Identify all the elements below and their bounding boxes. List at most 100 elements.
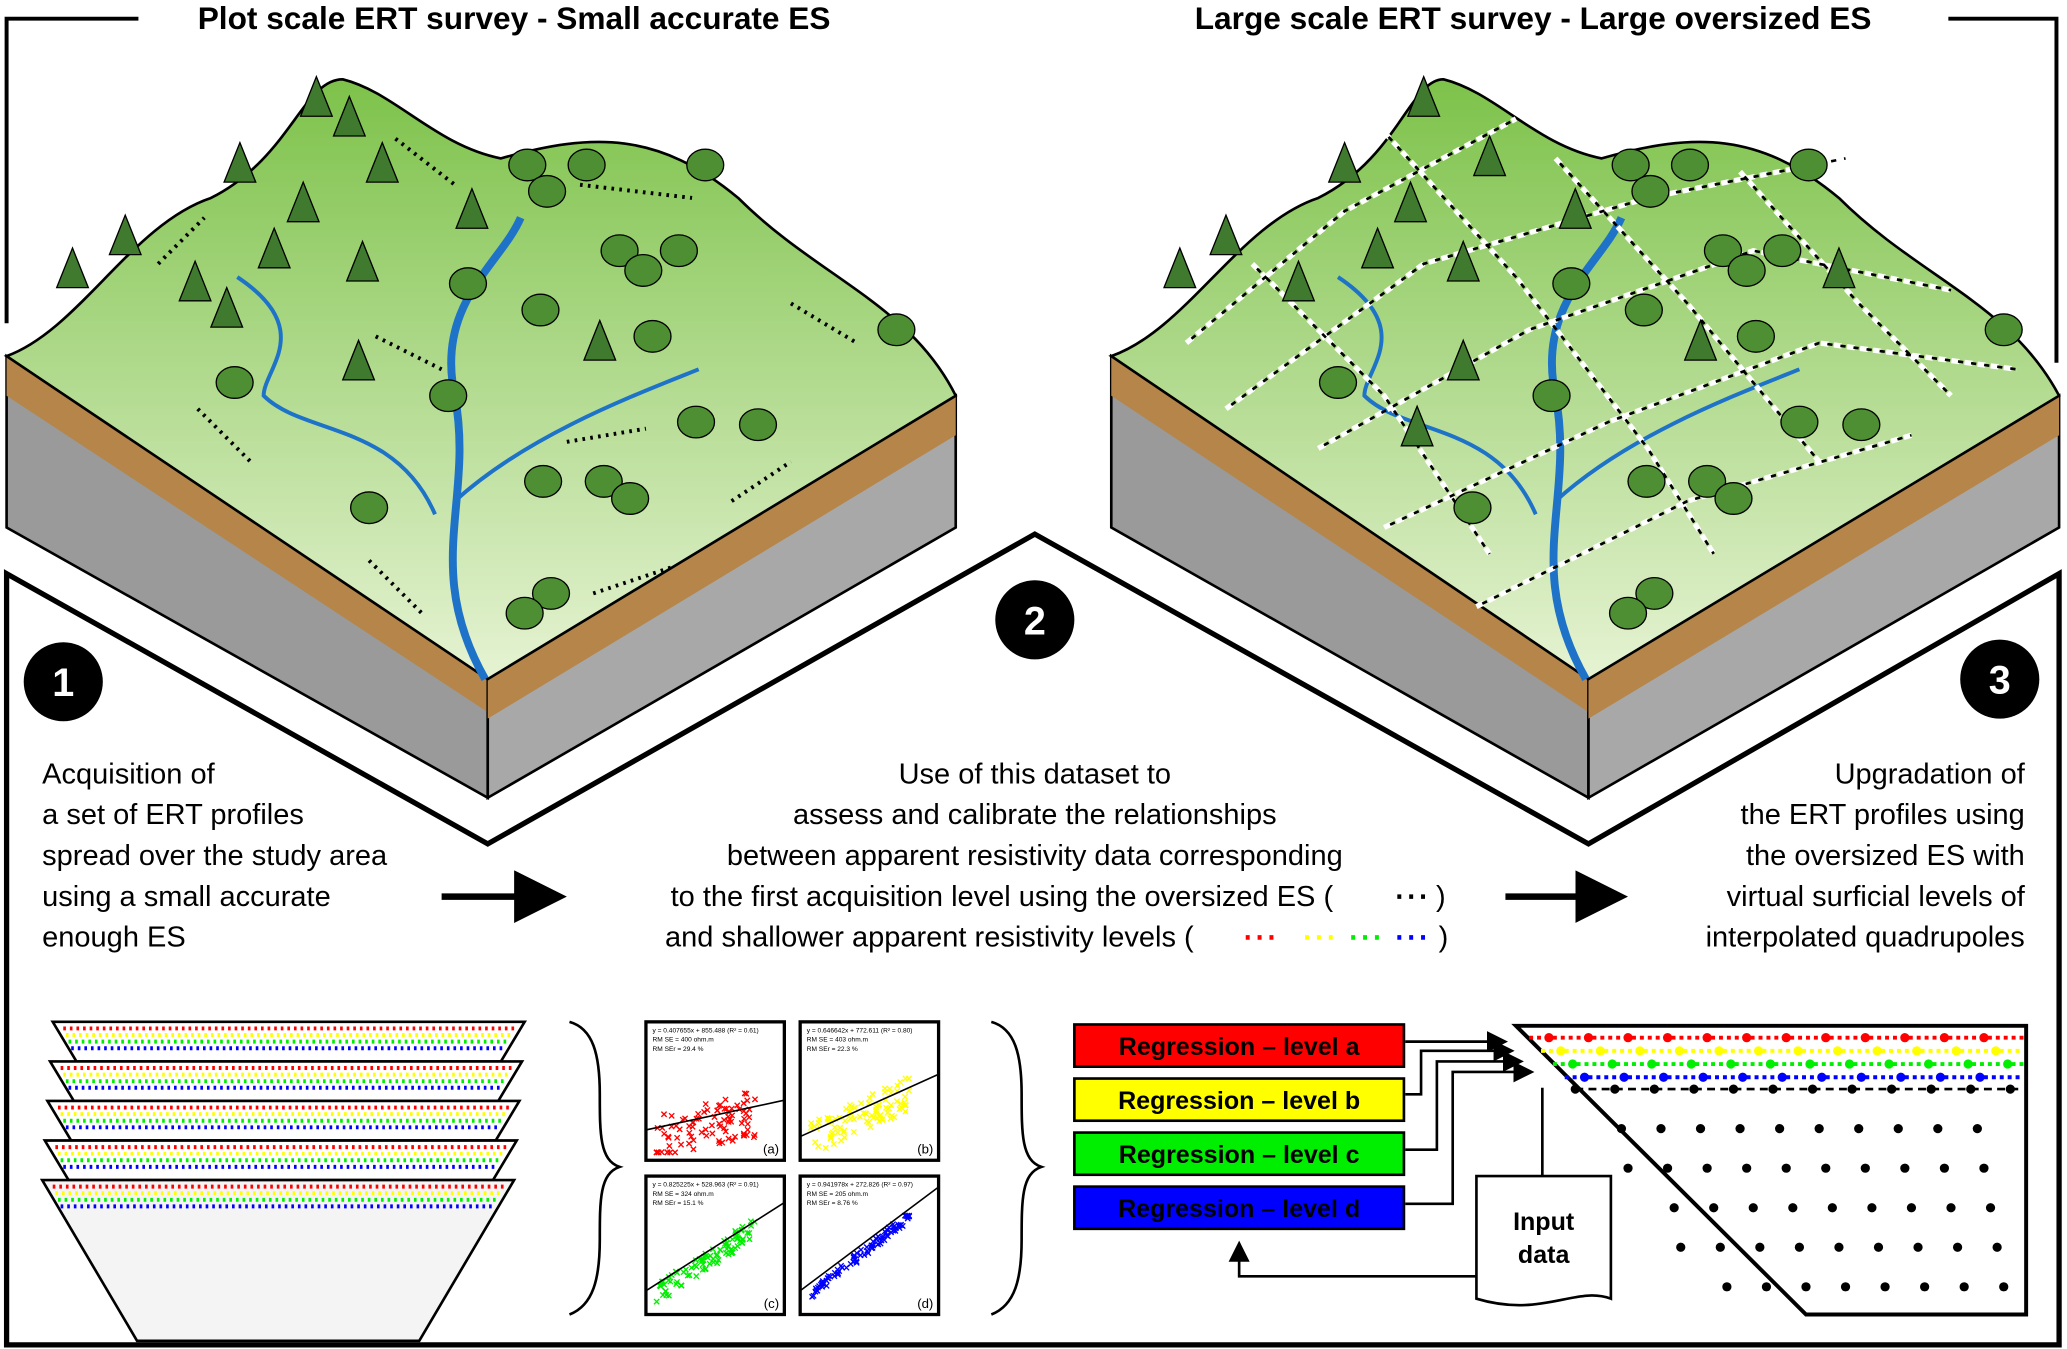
deciduous-tree-icon [527, 174, 567, 208]
svg-text:and shallower apparent resisti: and shallower apparent resistivity level… [665, 922, 1194, 954]
data-point [693, 1263, 700, 1270]
svg-text:): ) [1439, 922, 1449, 954]
svg-text:2: 2 [1024, 599, 1046, 643]
svg-text:Upgradation of: Upgradation of [1835, 758, 2026, 790]
pine-tree-icon [1209, 213, 1243, 256]
data-point [702, 1100, 709, 1108]
measured-point [1992, 1242, 2002, 1252]
data-point [706, 1260, 713, 1267]
measured-point [1887, 1084, 1897, 1094]
data-point [690, 1146, 697, 1153]
quadrupole-point [1975, 1072, 1985, 1082]
data-point [895, 1222, 902, 1230]
measured-point [1735, 1124, 1745, 1134]
data-point [861, 1251, 868, 1259]
data-point [660, 1111, 668, 1118]
data-point [732, 1244, 739, 1252]
brace-left [568, 1020, 624, 1316]
pine-tree-icon [1281, 259, 1316, 302]
svg-text:Regression – level a: Regression – level a [1119, 1033, 1361, 1061]
scatter-plot-d: y = 0.941978x + 272.826 (R² = 0.97)RM SE… [798, 1174, 941, 1317]
measured-point [1755, 1242, 1765, 1252]
measured-point [1768, 1084, 1778, 1094]
upgraded-ert-profile [1511, 1023, 2029, 1317]
data-point [884, 1109, 891, 1116]
deciduous-tree-icon [1736, 319, 1776, 353]
quadrupole-point [1544, 1033, 1554, 1043]
pine-tree-icon [332, 94, 367, 137]
measured-point [1854, 1124, 1864, 1134]
pine-tree-icon [257, 226, 291, 269]
data-point [872, 1235, 880, 1242]
data-point [664, 1149, 671, 1156]
data-point [734, 1102, 741, 1109]
svg-text:Input: Input [1513, 1208, 1575, 1236]
svg-text:virtual surficial levels of: virtual surficial levels of [1727, 881, 2026, 913]
measured-point [1649, 1084, 1660, 1094]
data-point [677, 1141, 685, 1148]
data-point [893, 1098, 901, 1105]
plot-eq: y = 0.941978x + 272.826 (R² = 0.97) [807, 1182, 913, 1189]
data-point [729, 1137, 736, 1144]
data-points [809, 1212, 913, 1300]
deciduous-tree-icon [448, 267, 488, 301]
deciduous-tree-icon [1789, 148, 1828, 182]
svg-text:Acquisition of: Acquisition of [42, 758, 215, 790]
measured-point [1709, 1203, 1719, 1213]
pine-tree-icon [55, 246, 90, 289]
quadrupole-point [1939, 1033, 1950, 1043]
quadrupole-point [1912, 1046, 1922, 1056]
quadrupole-point [2003, 1059, 2013, 1069]
measured-point [1867, 1203, 1877, 1213]
frame-right-bracket [1948, 16, 2059, 363]
deciduous-tree-icon [524, 464, 563, 498]
data-point [886, 1085, 893, 1093]
data-point [834, 1129, 841, 1136]
quadrupole-point [1979, 1033, 1989, 1043]
data-point [862, 1110, 869, 1117]
measured-point [1900, 1163, 1910, 1173]
data-points [653, 1218, 758, 1305]
data-point [698, 1129, 705, 1136]
data-point [887, 1115, 894, 1122]
data-point [668, 1112, 675, 1119]
data-point [866, 1095, 873, 1102]
data-point [657, 1283, 664, 1290]
data-point [686, 1122, 693, 1130]
title-right: Large scale ERT survey - Large oversized… [1195, 0, 1872, 36]
data-point [840, 1129, 847, 1136]
quadrupole-point [1963, 1059, 1973, 1069]
pine-tree-icon [1822, 246, 1856, 289]
measured-point [1999, 1282, 2009, 1292]
measured-point [1827, 1203, 1837, 1213]
data-point [702, 1126, 709, 1133]
data-point [703, 1132, 710, 1139]
plot-eq: y = 0.407655x + 855.488 (R² = 0.61) [653, 1027, 759, 1034]
pine-tree-icon [1683, 318, 1718, 361]
data-point [688, 1133, 695, 1140]
data-point [822, 1144, 829, 1152]
regression-line [645, 1099, 785, 1131]
svg-text:interpolated quadrupoles: interpolated quadrupoles [1706, 922, 2025, 954]
data-point [728, 1105, 735, 1112]
svg-text:to the first acquisition level: to the first acquisition level using the… [671, 881, 1334, 913]
level-legend [1245, 894, 1432, 940]
data-point [701, 1108, 708, 1116]
deciduous-tree-icon [1627, 464, 1666, 498]
data-point [721, 1125, 728, 1132]
measured-point [1906, 1203, 1917, 1213]
data-point [685, 1140, 693, 1147]
data-point [819, 1277, 826, 1285]
svg-text:data: data [1518, 1241, 1571, 1269]
pine-tree-icon [1472, 134, 1507, 177]
svg-text:3: 3 [1989, 659, 2011, 703]
measured-point [1920, 1282, 1930, 1292]
data-point [673, 1278, 681, 1286]
deciduous-tree-icon [1688, 464, 1727, 498]
plot-label: (b) [917, 1142, 933, 1157]
data-point [812, 1139, 819, 1146]
measured-point [1610, 1084, 1620, 1094]
data-point [740, 1132, 748, 1139]
measured-point [1794, 1242, 1805, 1252]
